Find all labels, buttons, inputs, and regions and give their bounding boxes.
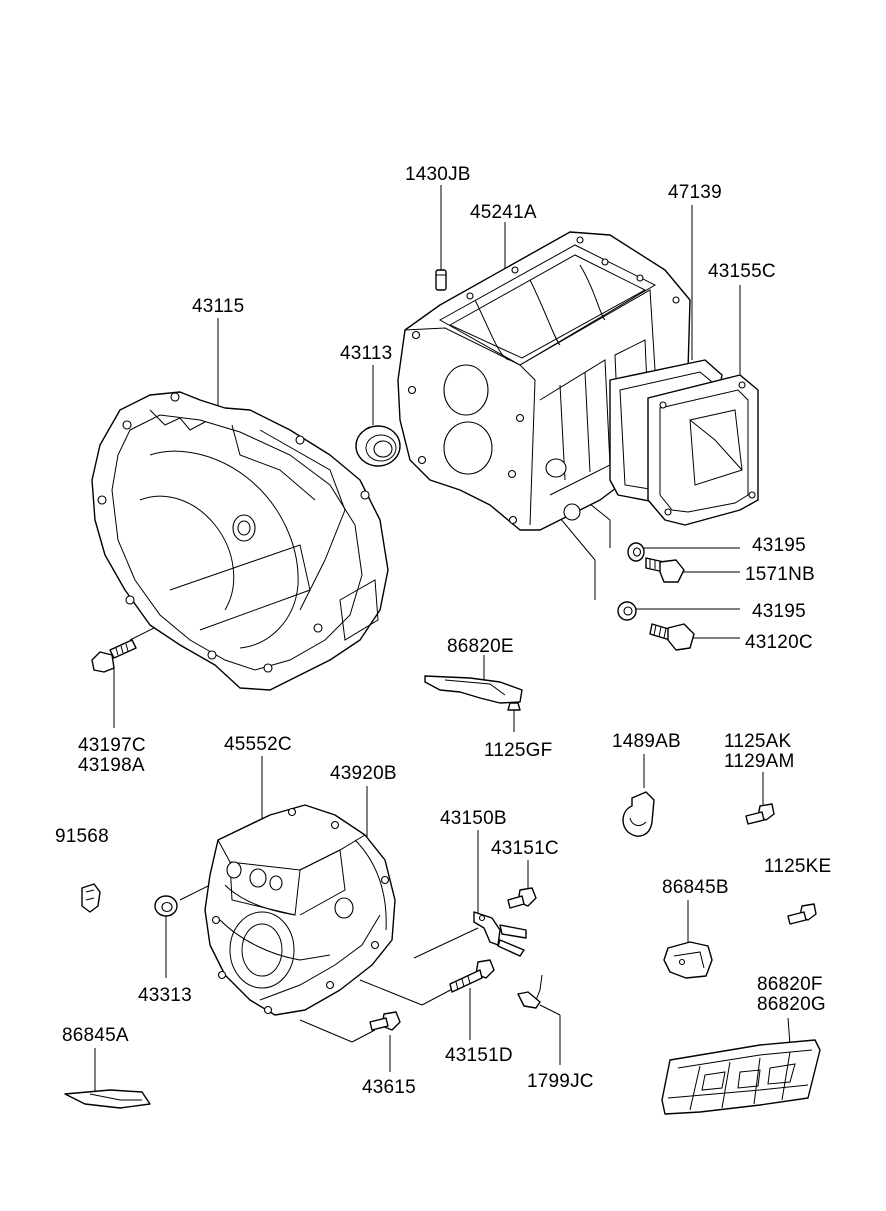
underguard-86820F	[661, 1039, 821, 1115]
bolt-43197C	[91, 639, 137, 673]
bolt-1125AK	[745, 803, 775, 825]
label-43113: 43113	[340, 343, 392, 364]
label-86820E: 86820E	[447, 636, 514, 657]
shield-86820E	[424, 675, 523, 704]
bracket-86845A	[64, 1089, 151, 1109]
label-43615: 43615	[362, 1077, 416, 1098]
label-43151C: 43151C	[491, 838, 559, 859]
label-43198A: 43198A	[78, 755, 145, 776]
pin-1430JB	[435, 269, 447, 291]
label-1799JC: 1799JC	[527, 1071, 594, 1092]
label-43150B: 43150B	[440, 808, 507, 829]
clamp-1489AB	[622, 791, 655, 837]
washer-43195-upper	[627, 542, 645, 562]
label-43197C: 43197C	[78, 735, 146, 756]
label-43115: 43115	[192, 296, 244, 317]
label-1125KE: 1125KE	[764, 856, 831, 877]
clutch-housing-43115	[91, 391, 389, 691]
label-43195-lower: 43195	[752, 601, 806, 622]
label-43120C: 43120C	[745, 632, 813, 653]
bolt-1125KE	[787, 903, 817, 925]
label-43195-upper: 43195	[752, 535, 806, 556]
label-86820G: 86820G	[757, 994, 826, 1015]
bolt-43151D	[449, 959, 495, 993]
label-45552C: 45552C	[224, 734, 292, 755]
bolt-43151C	[507, 887, 537, 909]
housing-45552C	[204, 804, 396, 1016]
oil-seal-43113	[355, 425, 401, 467]
label-45241A: 45241A	[470, 202, 537, 223]
cable-tie-1799JC	[517, 974, 543, 1009]
label-86820F: 86820F	[757, 974, 823, 995]
label-43920B: 43920B	[330, 763, 397, 784]
label-1125AK: 1125AK	[724, 731, 792, 752]
label-1125GF: 1125GF	[484, 740, 552, 761]
label-1489AB: 1489AB	[612, 731, 681, 752]
label-1129AM: 1129AM	[724, 751, 795, 772]
seal-43313	[154, 895, 178, 917]
label-1571NB: 1571NB	[745, 564, 815, 585]
label-43155C: 43155C	[708, 261, 776, 282]
label-43151D: 43151D	[445, 1045, 513, 1066]
bracket-43150B	[473, 911, 527, 957]
screw-1125GF	[507, 702, 521, 718]
bolt-43120C	[649, 623, 695, 651]
label-86845A: 86845A	[62, 1025, 129, 1046]
label-47139: 47139	[668, 182, 722, 203]
cover-43155C	[647, 374, 759, 526]
label-91568: 91568	[55, 826, 109, 847]
bracket-86845B	[663, 941, 713, 979]
clip-91568	[81, 883, 101, 913]
label-43313: 43313	[138, 985, 192, 1006]
bolt-43615	[369, 1011, 401, 1031]
washer-43195-lower	[617, 601, 637, 621]
bolt-1571NB	[645, 557, 685, 583]
label-1430JB: 1430JB	[405, 164, 471, 185]
part-number-labels: 1430JB 45241A 47139 43155C 43115 43113 4…	[55, 164, 831, 1098]
label-86845B: 86845B	[662, 877, 729, 898]
